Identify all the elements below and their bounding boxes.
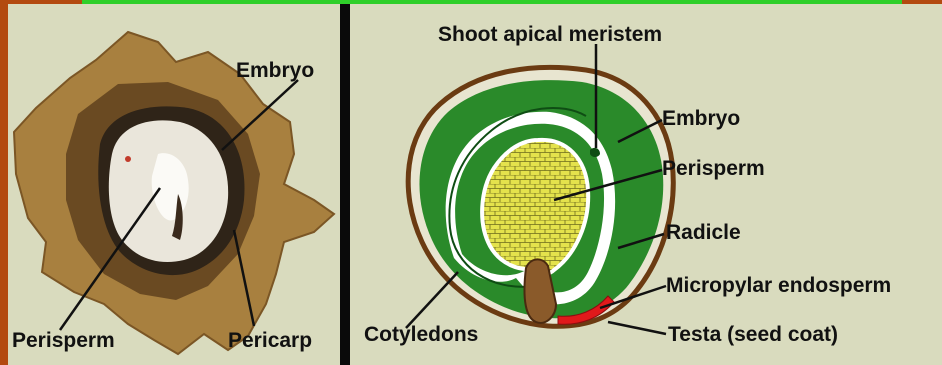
panel-divider	[340, 4, 350, 365]
seed-diagram	[350, 4, 942, 365]
photo-embryo-label: Embryo	[236, 60, 314, 81]
photo-pericarp-label: Pericarp	[228, 330, 312, 351]
radicle-label: Radicle	[666, 222, 741, 243]
seed-diagram-panel: Shoot apical meristem Embryo Perisperm R…	[350, 4, 942, 365]
seed-photo-panel: Embryo Perisperm Pericarp	[8, 4, 340, 365]
perisperm-label: Perisperm	[662, 158, 765, 179]
embryo-label: Embryo	[662, 108, 740, 129]
shoot-apical-meristem-label: Shoot apical meristem	[438, 24, 662, 45]
perisperm-body	[482, 140, 588, 274]
photo-perisperm-label: Perisperm	[12, 330, 115, 351]
micropylar-endosperm-label: Micropylar endosperm	[666, 275, 891, 296]
cotyledons-label: Cotyledons	[364, 324, 478, 345]
testa-label: Testa (seed coat)	[668, 324, 838, 345]
